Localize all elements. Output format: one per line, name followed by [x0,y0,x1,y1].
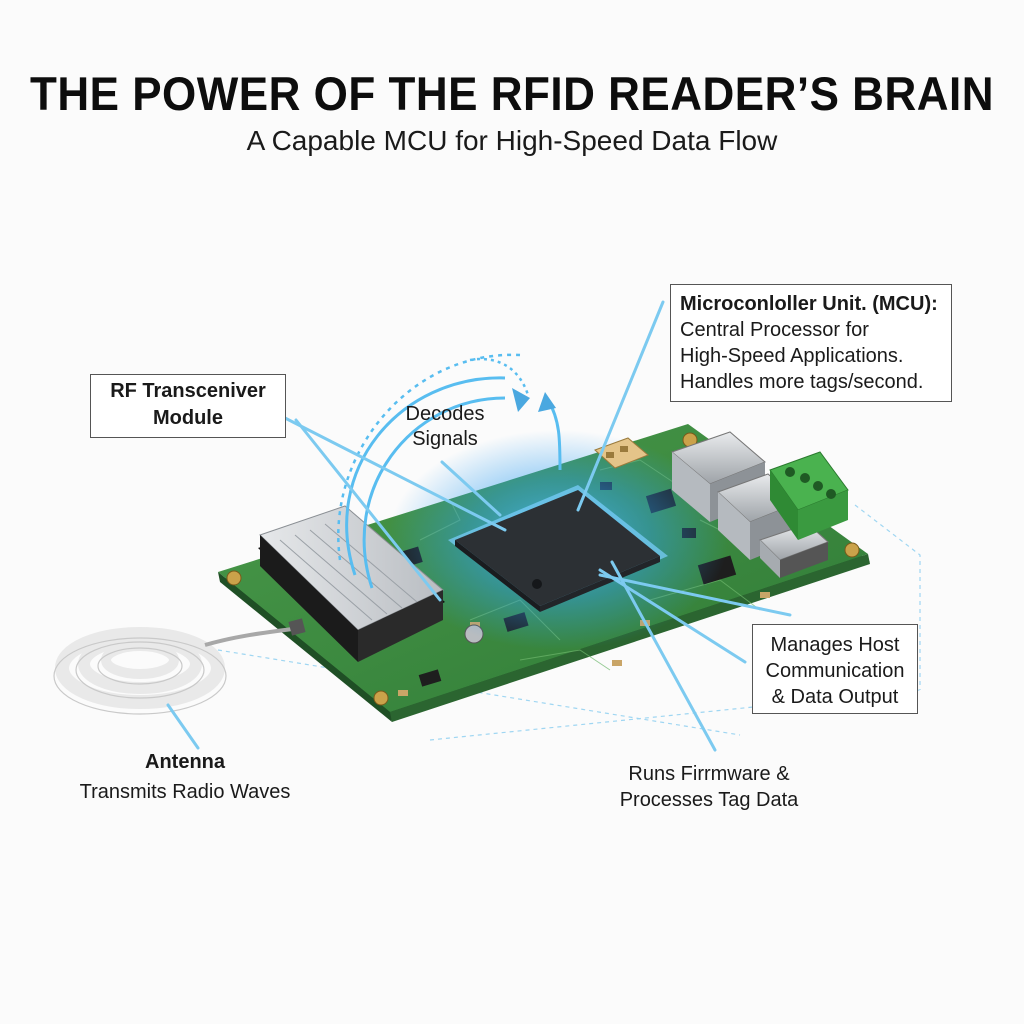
antenna-coil-shade [53,637,227,715]
decodes-label-line2: Signals [412,428,478,450]
signal-arcs [337,353,562,589]
terminal-block [769,451,849,540]
firmware-label-line1: Runs Firrmware & [628,763,790,785]
mcu-callout-line2: High-Speed Applications. [680,345,904,367]
rf-callout-box [90,374,286,438]
mcu-callout-line1: Central Processor for [680,319,869,341]
mcu-chip [448,485,668,612]
rf-callout-line1: RF Transceniver [110,380,266,402]
mcu-callout-line3: Handles more tags/second. [680,371,924,393]
antenna-label-desc: Transmits Radio Waves [79,781,291,803]
antenna-label-title: Antenna [145,751,225,773]
mounting-holes [226,432,860,706]
arc-arrowhead-right [538,392,556,412]
leader-lines [166,300,792,752]
antenna-coil [55,627,225,709]
host-callout-line2: Communication [765,660,905,682]
mcu-callout-box [670,284,952,402]
host-callout-box [752,624,918,714]
page-subtitle: A Capable MCU for High-Speed Data Flow [246,125,778,156]
jst-connector [594,437,649,469]
rf-callout-line2: Module [153,407,223,429]
mcu-callout-title: Microconloller Unit. (MCU): [680,293,938,315]
host-callout-line3: & Data Output [771,686,899,708]
page-title: THE POWER OF THE RFID READER’S BRAIN [29,68,995,121]
firmware-label-line2: Processes Tag Data [619,789,799,811]
decodes-label-line1: Decodes [405,403,485,425]
antenna-cable [204,626,301,647]
host-callout-line1: Manages Host [770,634,900,656]
arc-arrowhead-left [512,388,530,412]
